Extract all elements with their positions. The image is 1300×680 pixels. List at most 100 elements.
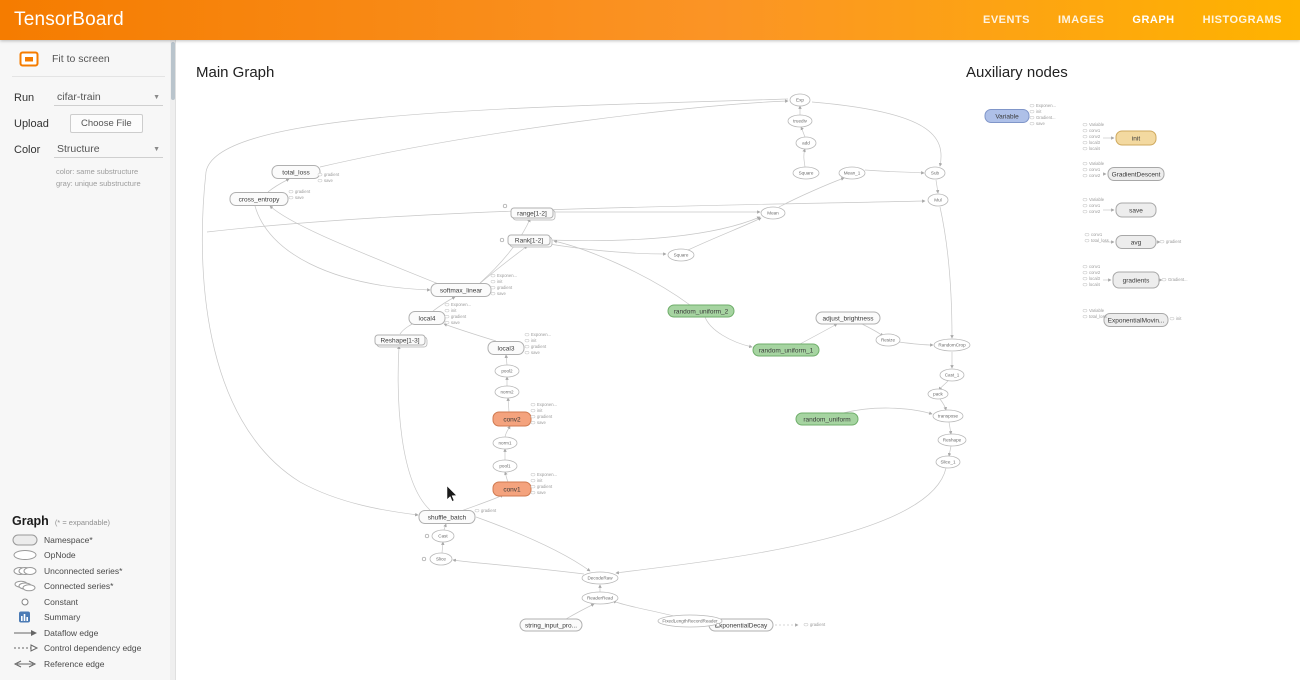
graph-node-decode_raw[interactable]: DecodeRaw [582, 572, 618, 584]
graph-node-truediv[interactable]: truediv [788, 115, 812, 127]
svg-text:Exponen...: Exponen... [497, 273, 517, 278]
graph-node-exponential_moving[interactable]: ExponentialMovin... [1104, 314, 1168, 327]
scrollbar-thumb[interactable] [171, 42, 175, 100]
graph-node-adjust_brightness[interactable]: adjust_brightness [816, 312, 880, 324]
color-select[interactable]: Structure ▼ [54, 141, 163, 158]
upload-choose-file-button[interactable]: Choose File [70, 114, 143, 133]
graph-node-const_b[interactable] [500, 238, 504, 242]
graph-node-init[interactable]: init [1116, 131, 1156, 145]
graph-node-cast_1[interactable]: Cast_1 [940, 369, 964, 381]
graph-node-random_uniform[interactable]: random_uniform [796, 413, 858, 425]
nav-graph[interactable]: GRAPH [1132, 14, 1174, 26]
fit-to-screen-button[interactable] [18, 50, 40, 68]
run-select[interactable]: cifar-train ▼ [54, 89, 163, 106]
graph-node-exp[interactable]: Exp [790, 94, 810, 106]
svg-text:Variable: Variable [1089, 308, 1105, 313]
graph-node-total_loss[interactable]: total_loss [272, 166, 320, 179]
nav-images[interactable]: IMAGES [1058, 14, 1104, 26]
graph-node-resize[interactable]: Resize [876, 334, 900, 346]
graph-node-local4[interactable]: local4 [409, 312, 445, 325]
graph-node-square_1[interactable]: Square [793, 167, 819, 179]
svg-text:save: save [1129, 207, 1143, 214]
graph-node-mul[interactable]: Mul [928, 194, 948, 206]
annotation-stack: Exponen...initgradientsave [491, 273, 517, 296]
graph-node-conv2[interactable]: conv2 [493, 412, 531, 426]
legend-item-summary: Summary [12, 610, 165, 624]
graph-node-mean_1[interactable]: Mean_1 [839, 167, 865, 179]
graph-node-local3[interactable]: local3 [488, 342, 524, 355]
svg-text:pool2: pool2 [501, 369, 513, 374]
aux-nodes-title: Auxiliary nodes [966, 64, 1068, 81]
sidebar-scrollbar[interactable] [170, 40, 175, 680]
graph-node-slice[interactable]: Slice [430, 553, 452, 565]
graph-node-save[interactable]: save [1116, 203, 1156, 217]
svg-text:conv2: conv2 [1089, 173, 1101, 178]
nav-histograms[interactable]: HISTOGRAMS [1203, 14, 1282, 26]
graph-node-add[interactable]: add [796, 137, 816, 149]
svg-text:Resize: Resize [881, 338, 895, 343]
svg-text:conv2: conv2 [1089, 270, 1101, 275]
svg-text:gradient: gradient [497, 285, 513, 290]
graph-node-pack[interactable]: pack [928, 389, 948, 399]
graph-node-const_a[interactable] [503, 204, 507, 208]
svg-text:Reshape: Reshape [943, 438, 962, 443]
svg-text:Exponen...: Exponen... [537, 472, 557, 477]
svg-text:Rank[1-2]: Rank[1-2] [515, 237, 543, 244]
graph-node-reshape_series[interactable]: Reshape[1-3] [375, 335, 427, 347]
svg-text:Slice_1: Slice_1 [940, 460, 956, 465]
graph-node-mean[interactable]: Mean [761, 207, 785, 219]
graph-node-const_e[interactable] [716, 623, 720, 627]
svg-text:random_uniform: random_uniform [803, 416, 850, 423]
svg-text:local3: local3 [1089, 140, 1101, 145]
graph-node-reader_read[interactable]: ReaderRead [582, 592, 618, 604]
fit-to-screen-row: Fit to screen [12, 48, 165, 77]
graph-node-random_crop[interactable]: RandomCrop [934, 339, 970, 351]
fit-to-screen-icon [19, 51, 39, 67]
chevron-down-icon: ▼ [153, 94, 160, 101]
graph-node-string_input_producer[interactable]: string_input_pro... [520, 619, 582, 631]
graph-node-slice_1[interactable]: Slice_1 [936, 456, 960, 468]
graph-node-transpose[interactable]: transpose [933, 410, 963, 422]
graph-node-fixed_length_reader[interactable]: FixedLengthRecordReader [658, 615, 722, 627]
graph-node-pool1[interactable]: pool1 [493, 460, 517, 472]
annotation-stack: Variableconv1conv2 [1083, 161, 1105, 178]
namespace-icon [12, 533, 44, 547]
graph-node-conv1[interactable]: conv1 [493, 482, 531, 496]
graph-node-norm2[interactable]: norm2 [495, 386, 519, 398]
graph-node-norm1[interactable]: norm1 [493, 437, 517, 449]
graph-node-reshape[interactable]: Reshape [938, 434, 966, 446]
graph-node-square[interactable]: Square [668, 249, 694, 261]
sidebar: Fit to screen Run cifar-train ▼ Upload C… [0, 40, 176, 680]
annotation-stack: Exponen...initgradientsave [531, 472, 557, 495]
svg-text:conv1: conv1 [503, 486, 521, 493]
graph-node-random_uniform_2[interactable]: random_uniform_2 [668, 305, 734, 317]
svg-text:conv2: conv2 [1089, 209, 1101, 214]
graph-node-shuffle_batch[interactable]: shuffle_batch [419, 511, 475, 524]
graph-node-random_uniform_1[interactable]: random_uniform_1 [753, 344, 819, 356]
graph-node-range_series[interactable]: range[1-2] [511, 208, 555, 220]
graph-canvas[interactable]: total_losscross_entropysoftmax_linearloc… [176, 40, 1300, 680]
graph-node-variable[interactable]: Variable [985, 110, 1029, 123]
graph-node-pool2[interactable]: pool2 [495, 365, 519, 377]
graph-node-rank_series[interactable]: Rank[1-2] [508, 235, 552, 247]
graph-node-cross_entropy[interactable]: cross_entropy [230, 193, 288, 206]
svg-text:Exp: Exp [796, 98, 804, 103]
svg-text:norm2: norm2 [500, 390, 513, 395]
upload-row: Upload Choose File [14, 114, 163, 133]
graph-node-gradient_descent[interactable]: GradientDescent [1108, 168, 1164, 181]
chevron-down-icon: ▼ [153, 146, 160, 153]
graph-node-avg[interactable]: avg [1116, 236, 1156, 249]
control-icon [12, 641, 44, 655]
graph-node-const_c[interactable] [425, 534, 429, 538]
summary-icon [12, 610, 44, 624]
graph-node-sub[interactable]: Sub [925, 167, 945, 179]
svg-text:pack: pack [933, 392, 943, 397]
graph-node-cast[interactable]: Cast [432, 530, 454, 542]
graph-node-const_d[interactable] [422, 557, 426, 561]
nav-events[interactable]: EVENTS [983, 14, 1030, 26]
graph-node-softmax_linear[interactable]: softmax_linear [431, 284, 491, 297]
svg-text:gradient: gradient [537, 484, 553, 489]
svg-text:gradient: gradient [324, 172, 340, 177]
constant-icon [12, 595, 44, 609]
graph-node-gradients[interactable]: gradients [1113, 272, 1159, 288]
